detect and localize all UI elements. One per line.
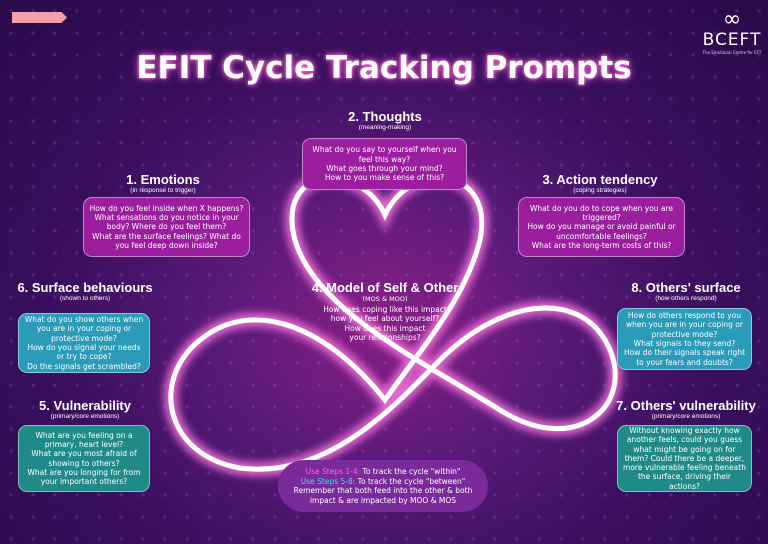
logo_right-brand: BCEFT [702, 30, 762, 50]
page-title: EFIT Cycle Tracking Prompts [136, 50, 632, 86]
steps-2-sub: (coping strategies) [573, 187, 627, 194]
step-6-box: What do you show others when you are in … [18, 313, 150, 373]
steps-3-text: How does coping like this impact how you… [323, 305, 447, 342]
steps-5-sub: (shown to others) [59, 295, 111, 302]
steps-1-heading: 2. Thoughts [348, 109, 422, 124]
note-label2: Use Steps 5-8: [300, 476, 356, 486]
steps-3-sub: (MOS & MOO) [362, 295, 408, 303]
note-text1: To track the cycle "within" [360, 467, 461, 476]
step-4-center: 4. Model of Self & Other (MOS & MOO) How… [300, 280, 470, 342]
bceft-logo: ∞ BCEFT The Emotional Centre for EFT [700, 7, 764, 56]
step-2-heading: 2. Thoughts(meaning-making) [300, 110, 470, 132]
step-5-heading: 5. Vulnerability(primary/core emotions) [5, 399, 165, 421]
steps-4-sub: (primary/core emotions) [50, 413, 120, 420]
step-3-heading: 3. Action tendency(coping strategies) [515, 173, 685, 195]
infinity-heart-icon: ∞ [722, 7, 742, 32]
note-text3: Remember that both feed into the other &… [293, 486, 473, 505]
step-8-heading: 8. Others' surface(how others respond) [606, 281, 766, 303]
step-2-box: What do you say to yourself when you fee… [302, 138, 467, 190]
usage-note: Use Steps 1-4: To track the cycle "withi… [278, 460, 488, 512]
steps-1-sub: (meaning-making) [358, 124, 412, 131]
steps-4-heading: 5. Vulnerability [39, 398, 131, 413]
steps-0-heading: 1. Emotions [126, 172, 200, 187]
steps-6-sub: (primary/core emotions) [651, 413, 721, 420]
step-6-heading: 6. Surface behaviours(shown to others) [5, 281, 165, 303]
steps-0-text: How do you feel inside when X happens? W… [89, 203, 244, 250]
steps-4-text: What are you feeling on a primary, heart… [27, 430, 141, 487]
steps-5-text: What do you show others when you are in … [24, 315, 144, 371]
step-7-box: Without knowing exactly how another feel… [617, 425, 752, 492]
step-7-heading: 7. Others' vulnerability(primary/core em… [604, 399, 768, 421]
steps-2-text: What do you do to cope when you are trig… [527, 203, 676, 250]
step-1-box: How do you feel inside when X happens? W… [83, 197, 250, 257]
steps-7-sub: (how others respond) [655, 295, 717, 302]
steps-1-text: What do you say to yourself when you fee… [312, 145, 457, 183]
step-5-box: What are you feeling on a primary, heart… [18, 425, 150, 492]
logo-left [12, 12, 67, 23]
steps-6-text: Without knowing exactly how another feel… [623, 425, 746, 491]
note-label1: Use Steps 1-4: [305, 467, 361, 476]
step-1-heading: 1. Emotions(in response to trigger) [80, 173, 246, 195]
steps-2-heading: 3. Action tendency [542, 172, 658, 187]
steps-3-heading: 4. Model of Self & Other [311, 280, 459, 295]
note-text2: To track the cycle "between" [355, 476, 466, 486]
step-8-box: How do others respond to you when you ar… [617, 308, 752, 370]
steps-5-heading: 6. Surface behaviours [17, 280, 153, 295]
logo_right-tagline: The Emotional Centre for EFT [702, 50, 762, 55]
steps-7-heading: 8. Others' surface [631, 280, 741, 295]
steps-7-text: How do others respond to you when you ar… [623, 311, 746, 367]
steps-0-sub: (in response to trigger) [130, 187, 196, 194]
step-3-box: What do you do to cope when you are trig… [518, 197, 685, 257]
steps-6-heading: 7. Others' vulnerability [616, 398, 756, 413]
